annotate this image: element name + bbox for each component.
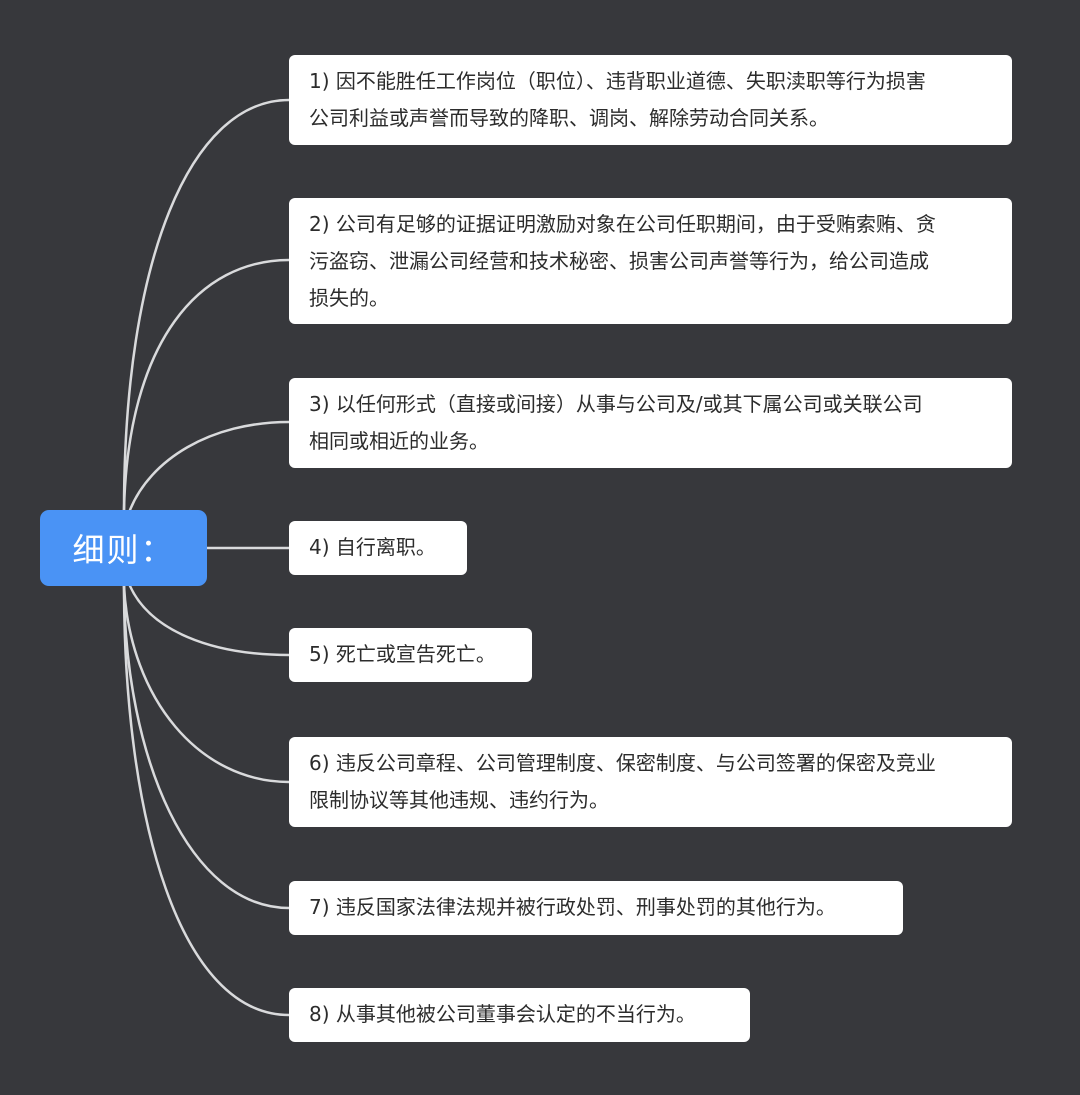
branch-3-line-1: 3) 以任何形式（直接或间接）从事与公司及/或其下属公司或关联公司 [309, 392, 923, 416]
root-node: 细则： [40, 510, 207, 586]
branch-1-line-1: 1) 因不能胜任工作岗位（职位）、违背职业道德、失职渎职等行为损害 [309, 69, 926, 93]
connector-5 [128, 584, 291, 657]
branch-node-8: 8) 从事其他被公司董事会认定的不当行为。 [289, 988, 750, 1042]
connector-2 [122, 258, 291, 512]
branch-2-line-1: 2) 公司有足够的证据证明激励对象在公司任职期间，由于受贿索贿、贪 [309, 212, 936, 236]
branch-7-line-1: 7) 违反国家法律法规并被行政处罚、刑事处罚的其他行为。 [309, 895, 836, 919]
branch-node-1: 1) 因不能胜任工作岗位（职位）、违背职业道德、失职渎职等行为损害 公司利益或声… [289, 55, 1012, 145]
branch-node-3: 3) 以任何形式（直接或间接）从事与公司及/或其下属公司或关联公司 相同或相近的… [289, 378, 1012, 468]
branch-node-4: 4) 自行离职。 [289, 521, 467, 575]
branch-2-line-3: 损失的。 [309, 286, 389, 310]
branch-2-line-2: 污盗窃、泄漏公司经营和技术秘密、损害公司声誉等行为，给公司造成 [309, 249, 929, 273]
branch-1-line-2: 公司利益或声誉而导致的降职、调岗、解除劳动合同关系。 [309, 106, 829, 130]
branch-node-7: 7) 违反国家法律法规并被行政处罚、刑事处罚的其他行为。 [289, 881, 903, 935]
branch-6-line-2: 限制协议等其他违规、违约行为。 [309, 788, 609, 812]
connector-7 [122, 584, 291, 910]
root-label: 细则： [72, 531, 175, 569]
branch-4-line-1: 4) 自行离职。 [309, 535, 436, 559]
connector-6 [122, 584, 291, 784]
branch-node-6: 6) 违反公司章程、公司管理制度、保密制度、与公司签署的保密及竞业 限制协议等其… [289, 737, 1012, 827]
connector-1 [122, 98, 291, 512]
branch-8-line-1: 8) 从事其他被公司董事会认定的不当行为。 [309, 1002, 696, 1026]
branch-node-5: 5) 死亡或宣告死亡。 [289, 628, 532, 682]
branch-3-line-2: 相同或相近的业务。 [309, 429, 489, 453]
connector-3 [128, 420, 291, 512]
branch-6-line-1: 6) 违反公司章程、公司管理制度、保密制度、与公司签署的保密及竞业 [309, 751, 936, 775]
branch-node-2: 2) 公司有足够的证据证明激励对象在公司任职期间，由于受贿索贿、贪 污盗窃、泄漏… [289, 198, 1012, 324]
branch-5-line-1: 5) 死亡或宣告死亡。 [309, 642, 496, 666]
connector-8 [122, 584, 291, 1017]
